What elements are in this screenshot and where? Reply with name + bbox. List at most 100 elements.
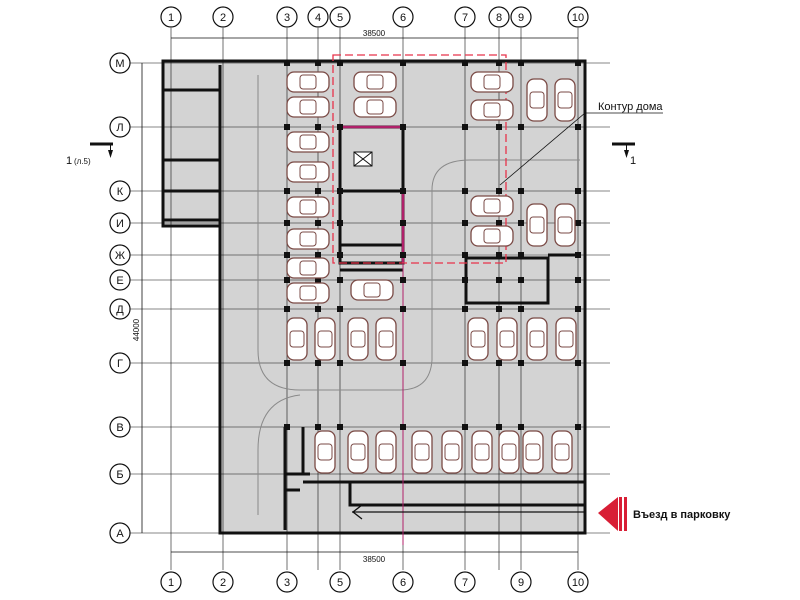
axis-bubble-top-2: 2: [212, 6, 234, 28]
column: [462, 60, 468, 66]
column: [518, 60, 524, 66]
car-icon: [526, 317, 548, 361]
car-icon: [526, 203, 548, 247]
axis-bubble-top-7: 7: [454, 6, 476, 28]
car-icon: [522, 430, 544, 474]
column: [284, 424, 290, 430]
column: [518, 306, 524, 312]
axis-bubble-row-В: В: [109, 416, 131, 438]
axis-label: Е: [116, 275, 123, 287]
car-icon: [286, 161, 330, 183]
car-icon: [286, 131, 330, 153]
car-icon: [353, 71, 397, 93]
column: [315, 360, 321, 366]
column: [462, 220, 468, 226]
column: [315, 277, 321, 283]
axis-bubble-top-10: 10: [567, 6, 589, 28]
column: [575, 360, 581, 366]
column: [315, 124, 321, 130]
column: [575, 277, 581, 283]
axis-label: Ж: [115, 250, 125, 262]
axis-bubble-top-3: 3: [276, 6, 298, 28]
column: [337, 306, 343, 312]
column: [462, 188, 468, 194]
axis-label: Д: [116, 304, 124, 316]
section-mark-left-sheet: (л.5): [74, 157, 91, 166]
column: [496, 306, 502, 312]
column: [496, 277, 502, 283]
column: [400, 124, 406, 130]
axis-bubble-top-4: 4: [307, 6, 329, 28]
axis-bubble-top-6: 6: [392, 6, 414, 28]
car-icon: [554, 203, 576, 247]
car-icon: [286, 228, 330, 250]
section-mark-icon: [90, 142, 635, 158]
column: [575, 220, 581, 226]
column: [462, 252, 468, 258]
column: [315, 252, 321, 258]
entry-lane-arrow: [351, 504, 585, 520]
cars: [286, 71, 577, 474]
column: [496, 124, 502, 130]
column: [337, 277, 343, 283]
car-icon: [470, 225, 514, 247]
column: [400, 277, 406, 283]
axis-bubble-bottom-9: 9: [510, 571, 532, 593]
column: [518, 252, 524, 258]
column: [575, 188, 581, 194]
axis-bubble-bottom-6: 6: [392, 571, 414, 593]
column: [315, 306, 321, 312]
axis-bubble-row-Л: Л: [109, 116, 131, 138]
axis-bubble-row-И: И: [109, 212, 131, 234]
car-icon: [375, 317, 397, 361]
column: [462, 360, 468, 366]
car-icon: [411, 430, 433, 474]
column: [462, 306, 468, 312]
axis-bubble-top-1: 1: [160, 6, 182, 28]
axis-label: 5: [337, 12, 343, 24]
column: [337, 424, 343, 430]
house-outline-label: Контур дома: [598, 101, 663, 113]
column: [518, 188, 524, 194]
elevator-icon: [353, 151, 373, 167]
column: [518, 220, 524, 226]
axis-label: 9: [518, 12, 524, 24]
column: [337, 220, 343, 226]
car-icon: [347, 317, 369, 361]
column: [400, 306, 406, 312]
axis-bubble-row-Б: Б: [109, 463, 131, 485]
column: [315, 188, 321, 194]
axis-bubble-bottom-5: 5: [329, 571, 351, 593]
column: [337, 252, 343, 258]
column: [462, 124, 468, 130]
axis-label: 2: [220, 12, 226, 24]
axis-label: 3: [284, 577, 290, 589]
column: [315, 60, 321, 66]
car-icon: [375, 430, 397, 474]
dimension-bottom: 38500: [363, 555, 386, 564]
entry-arrow-icon: [598, 497, 627, 531]
axis-label: 1: [168, 12, 174, 24]
axis-bubble-row-Г: Г: [109, 352, 131, 374]
axis-label: Г: [117, 358, 123, 370]
axis-label: 10: [572, 12, 584, 24]
axis-label: К: [117, 186, 124, 198]
axis-label: 4: [315, 12, 321, 24]
column: [518, 277, 524, 283]
car-icon: [314, 430, 336, 474]
column: [284, 60, 290, 66]
axis-label: 5: [337, 577, 343, 589]
column: [496, 220, 502, 226]
car-icon: [554, 78, 576, 122]
axis-bubble-row-А: А: [109, 522, 131, 544]
car-icon: [526, 78, 548, 122]
column: [315, 220, 321, 226]
dimension-lines: [141, 37, 578, 553]
column: [284, 277, 290, 283]
car-icon: [286, 282, 330, 304]
car-icon: [470, 99, 514, 121]
axis-label: 8: [496, 12, 502, 24]
axis-label: 3: [284, 12, 290, 24]
